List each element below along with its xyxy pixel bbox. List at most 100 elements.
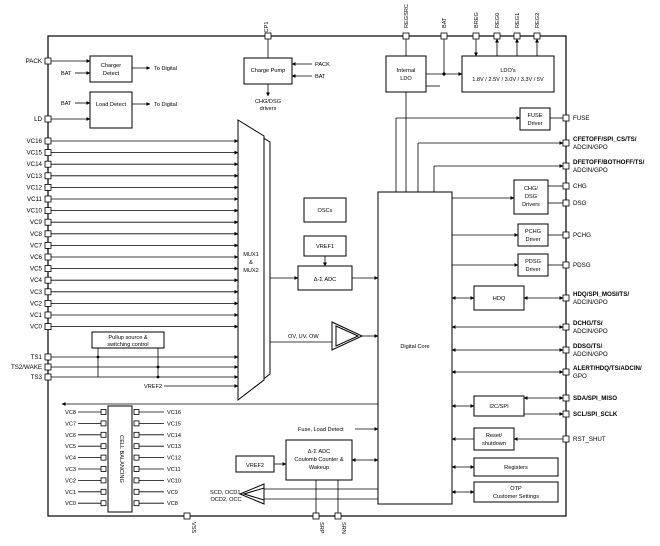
svg-text:&: & — [249, 260, 253, 266]
svg-text:PACK: PACK — [26, 58, 43, 65]
svg-text:SRN: SRN — [340, 522, 346, 534]
pin-pack: PACK — [26, 57, 52, 65]
svg-text:VC5: VC5 — [65, 444, 76, 450]
svg-text:PCHG: PCHG — [573, 232, 591, 239]
svg-text:ADCIN/GPO: ADCIN/GPO — [573, 144, 608, 151]
svg-text:LDO: LDO — [400, 76, 412, 82]
svg-text:VC2: VC2 — [65, 478, 76, 484]
cb-right-vc11: VC11 — [133, 466, 181, 473]
pin-dchg: DCHG/TS/ ADCIN/GPO — [562, 320, 608, 335]
cb-left-vc2: VC2 — [65, 477, 107, 484]
svg-text:Coulomb Counter &: Coulomb Counter & — [294, 457, 343, 463]
svg-text:VREF1: VREF1 — [316, 244, 334, 250]
svg-text:VC11: VC11 — [167, 467, 181, 473]
pin-fuse: FUSE — [562, 114, 590, 122]
pin-vc7: VC7 — [30, 241, 239, 249]
svg-text:VC8: VC8 — [167, 501, 178, 507]
pin-ts2-wake: TS2/WAKE — [11, 363, 52, 371]
svg-text:CHG: CHG — [573, 183, 587, 190]
svg-text:VC13: VC13 — [167, 444, 181, 450]
svg-text:Driver: Driver — [528, 121, 543, 127]
label-bat-1: BAT — [61, 71, 72, 77]
reset-shutdown-block: Reset/ shutdown — [473, 427, 515, 451]
cb-left-vc1: VC1 — [65, 488, 107, 496]
pin-ld: LD — [34, 115, 52, 123]
svg-text:OTP: OTP — [510, 486, 522, 492]
svg-text:TS3: TS3 — [31, 374, 43, 381]
pin-vc15: VC15 — [27, 149, 239, 157]
svg-text:VC11: VC11 — [27, 196, 43, 203]
cb-right-vc8: VC8 — [133, 500, 178, 507]
svg-text:LD: LD — [34, 116, 42, 123]
pin-vc6: VC6 — [30, 253, 239, 261]
oscs-block: OSCs — [303, 197, 347, 223]
pin-vc14: VC14 — [27, 160, 239, 168]
svg-text:DSG: DSG — [573, 200, 587, 207]
label-to-digital-1: To Digital — [154, 66, 177, 72]
load-detect-block: Load Detect — [89, 91, 133, 129]
svg-text:ADCIN/GPO: ADCIN/GPO — [573, 328, 608, 335]
svg-text:RST_SHUT: RST_SHUT — [573, 436, 606, 443]
pin-vc10: VC10 — [27, 207, 239, 215]
vc-pin-group: VC16VC15VC14VC13VC12VC11VC10VC9VC8VC7VC6… — [27, 137, 239, 331]
svg-text:VC9: VC9 — [30, 219, 43, 226]
label-to-digital-2: To Digital — [154, 102, 177, 108]
svg-text:LDO's: LDO's — [500, 68, 516, 74]
svg-text:VC16: VC16 — [167, 410, 181, 416]
svg-text:VC8: VC8 — [30, 231, 43, 238]
mux-block: MUX1 & MUX2 — [237, 119, 271, 402]
svg-text:Detect: Detect — [103, 71, 120, 77]
svg-text:DFETOFF/BOTHOFF/TS/: DFETOFF/BOTHOFF/TS/ — [573, 159, 645, 166]
cb-left-vc8: VC8 — [65, 409, 107, 416]
svg-text:switching control: switching control — [107, 342, 148, 348]
svg-text:Charge Pump: Charge Pump — [251, 68, 286, 74]
cb-left-vc5: VC5 — [65, 443, 107, 450]
svg-text:OSCs: OSCs — [318, 208, 333, 214]
vref1-block: VREF1 — [303, 235, 347, 257]
fuse-driver-block: FUSE Driver — [519, 107, 551, 131]
svg-text:VC12: VC12 — [27, 184, 43, 191]
pin-vc2: VC2 — [30, 299, 239, 307]
svg-text:VC9: VC9 — [167, 490, 178, 496]
svg-text:VC0: VC0 — [65, 501, 76, 507]
pin-vc16: VC16 — [27, 137, 239, 145]
pin-ts1: TS1 — [31, 353, 52, 361]
pin-vc12: VC12 — [27, 183, 239, 191]
svg-text:VC7: VC7 — [65, 421, 76, 427]
svg-text:VC13: VC13 — [27, 173, 43, 180]
svg-text:VC3: VC3 — [65, 467, 76, 473]
svg-text:REGSRC: REGSRC — [404, 4, 410, 28]
svg-text:VC7: VC7 — [30, 242, 43, 249]
pin-ddsg: DDSG/TS/ ADCIN/GPO — [562, 343, 608, 358]
cb-right-vc10: VC10 — [133, 477, 181, 484]
pin-alert: ALERT/HDQ/TS/ADCIN/ GPO — [562, 365, 642, 380]
svg-text:VC10: VC10 — [167, 478, 181, 484]
svg-text:Reset/: Reset/ — [486, 433, 503, 439]
svg-text:OCD2, OCC: OCD2, OCC — [210, 497, 241, 503]
svg-text:Customer Settings: Customer Settings — [493, 494, 539, 500]
label-ov-uv-ow: OV, UV, OW — [288, 334, 319, 340]
hdq-block: HDQ — [473, 285, 525, 311]
label-bat-2: BAT — [61, 101, 72, 107]
svg-text:Pullup source &: Pullup source & — [108, 335, 147, 341]
ldos-block: LDO's 1.8V / 2.5V / 3.0V / 3.3V / 5V — [461, 55, 555, 93]
svg-text:VC8: VC8 — [65, 410, 76, 416]
svg-text:ADCIN/GPO: ADCIN/GPO — [573, 299, 608, 306]
top-pin-breg: BREG — [472, 12, 480, 40]
svg-text:BAT: BAT — [442, 17, 448, 28]
svg-text:Load Detect: Load Detect — [96, 102, 127, 108]
vref2-cc-block: VREF2 — [235, 455, 275, 473]
pdsg-driver-block: PDSG Driver — [517, 253, 549, 277]
svg-text:VC14: VC14 — [27, 161, 43, 168]
svg-text:VC1: VC1 — [65, 490, 76, 496]
svg-text:Registers: Registers — [504, 465, 528, 471]
svg-text:Δ-Σ ADC: Δ-Σ ADC — [314, 277, 336, 283]
cell-balancing-pins: VC8VC7VC6VC5VC4VC3VC2VC1VC0VC16VC15VC14V… — [65, 409, 181, 507]
svg-text:TS1: TS1 — [31, 354, 43, 361]
svg-text:VC2: VC2 — [30, 300, 43, 307]
svg-text:VC4: VC4 — [30, 277, 43, 284]
pin-vc9: VC9 — [30, 218, 239, 226]
registers-block: Registers — [473, 457, 559, 477]
pchg-driver-block: PCHG Driver — [517, 223, 549, 247]
svg-text:REG0: REG0 — [495, 13, 501, 28]
